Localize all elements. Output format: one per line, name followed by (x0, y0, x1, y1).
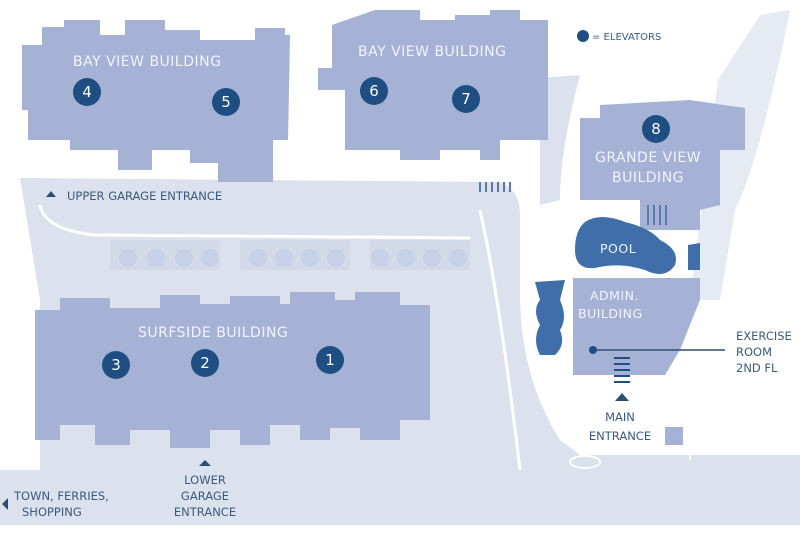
elevator-icon (212, 88, 240, 116)
label-town-1: TOWN, FERRIES, (13, 489, 109, 503)
town-arrow-icon (2, 498, 8, 510)
elevator-icon (191, 349, 219, 377)
label-grande-view-2: BUILDING (612, 170, 684, 186)
lower-garage-arrow-icon (199, 460, 211, 466)
label-upper-garage: UPPER GARAGE ENTRANCE (67, 189, 222, 203)
elevator-8: 8 (651, 120, 661, 138)
elevator-5: 5 (221, 93, 231, 111)
elevator-1: 1 (325, 351, 335, 369)
elevator-6: 6 (369, 82, 379, 100)
gatehouse (665, 427, 683, 445)
label-admin-1: ADMIN. (590, 288, 639, 303)
label-lower-garage-2: GARAGE (181, 489, 229, 503)
label-lower-garage-1: LOWER (184, 473, 226, 487)
legend-elevators: = ELEVATORS (592, 32, 661, 43)
elevator-icon (642, 115, 670, 143)
surfside-building[interactable] (35, 292, 430, 448)
elevator-2: 2 (200, 354, 210, 372)
label-surfside: SURFSIDE BUILDING (138, 325, 288, 341)
label-town-2: SHOPPING (22, 505, 82, 519)
walkway-stairs (479, 182, 667, 225)
spa (688, 243, 700, 270)
label-grande-view-1: GRANDE VIEW (595, 150, 701, 166)
label-admin-2: BUILDING (578, 306, 643, 321)
parking-area (110, 240, 470, 270)
elevator-icon (73, 78, 101, 106)
main-entrance-stairs (614, 357, 630, 383)
elevator-icon (452, 85, 480, 113)
pool[interactable] (575, 217, 676, 274)
label-main-entrance-2: ENTRANCE (589, 429, 651, 443)
label-exercise-3: 2ND FL (736, 361, 778, 375)
elevator-markers: 1 2 3 4 5 6 7 8 (73, 77, 670, 379)
bay-view-building-west[interactable] (22, 20, 290, 182)
elevator-dot-icon (577, 30, 589, 42)
label-exercise-1: EXERCISE (736, 329, 792, 343)
elevator-7: 7 (461, 90, 471, 108)
main-entrance-arrow-icon (615, 393, 629, 401)
label-exercise-2: ROOM (736, 345, 772, 359)
water-feature (535, 280, 565, 355)
label-lower-garage-3: ENTRANCE (174, 505, 236, 519)
elevator-3: 3 (111, 356, 121, 374)
elevator-icon (102, 351, 130, 379)
elevator-4: 4 (82, 83, 92, 101)
elevator-icon (360, 77, 388, 105)
grande-view-building[interactable] (580, 100, 745, 230)
label-main-entrance-1: MAIN (605, 410, 635, 424)
label-pool: POOL (600, 241, 636, 256)
upper-garage-arrow-icon (46, 191, 56, 197)
label-bay-view-east: BAY VIEW BUILDING (358, 44, 506, 60)
bay-view-building-east[interactable] (318, 10, 548, 160)
elevator-icon (316, 346, 344, 374)
label-bay-view-west: BAY VIEW BUILDING (73, 54, 221, 70)
